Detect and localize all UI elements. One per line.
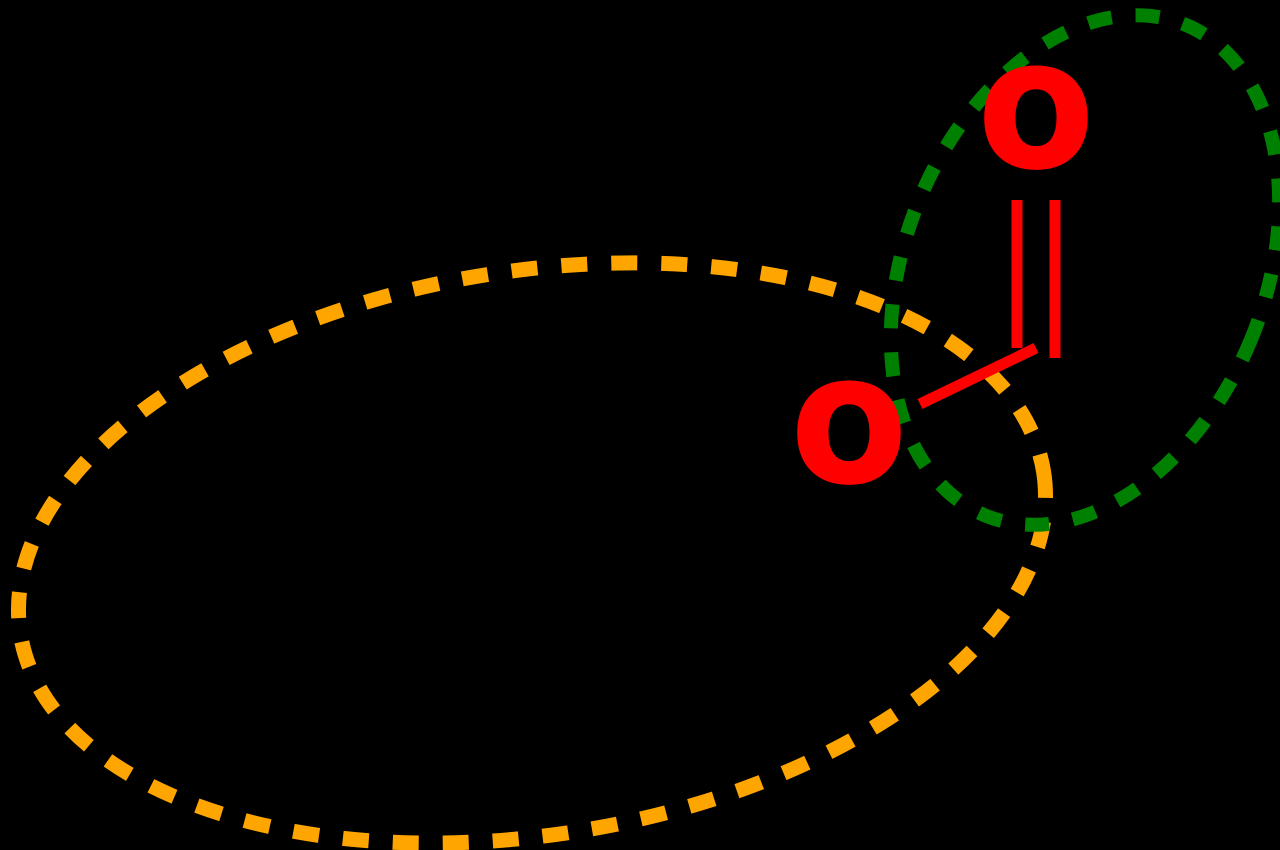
orange-highlight-group[interactable] <box>0 193 1088 850</box>
atom-label-carbonyl-oxygen: O <box>981 44 1092 196</box>
green-dashed-ellipse[interactable] <box>819 0 1280 583</box>
carbon-oxygen-single-bond <box>917 343 1039 409</box>
green-highlight-group[interactable] <box>819 0 1280 583</box>
atom-label-hydroxyl-oxygen: O <box>794 359 905 511</box>
orange-dashed-ellipse[interactable] <box>0 193 1088 850</box>
atom-label-group: O O <box>791 41 1095 514</box>
bond-group <box>917 200 1061 409</box>
